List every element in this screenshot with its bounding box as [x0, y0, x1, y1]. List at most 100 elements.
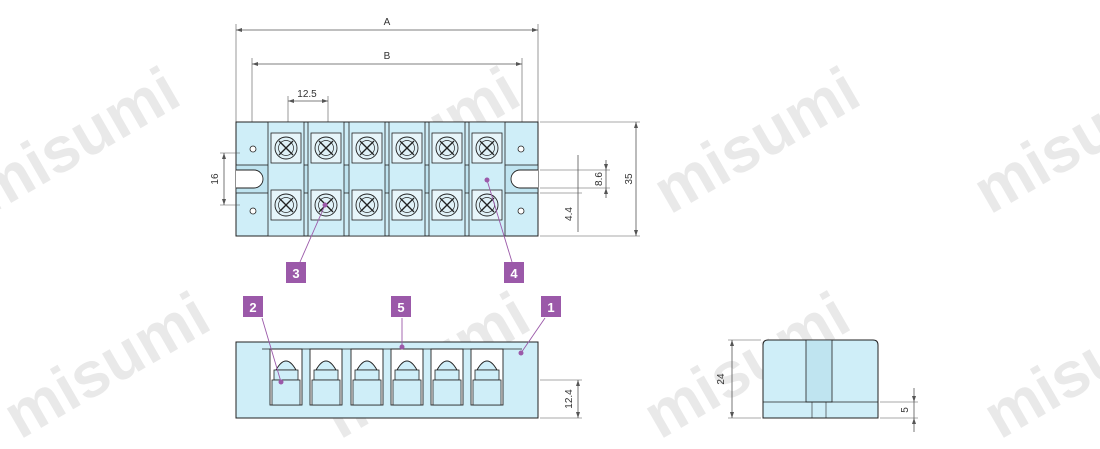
arrow-head: [604, 188, 608, 194]
screw-slot: [399, 140, 415, 156]
left-mounting-slot: [236, 169, 264, 189]
arrow-head: [222, 199, 226, 205]
callout-badge: [286, 262, 306, 283]
callout-number: 5: [397, 300, 404, 315]
arrow-head: [252, 62, 258, 66]
callout-leader: [261, 317, 282, 383]
callout-dot: [484, 177, 490, 183]
front-terminal-plate: [392, 379, 422, 406]
arrow-head: [912, 396, 916, 402]
watermark-text: misumi: [0, 278, 221, 449]
screw-rim: [318, 140, 334, 156]
callout-number: 4: [510, 266, 518, 281]
arrow-head: [730, 340, 734, 346]
dim-label-base-height: 5: [900, 407, 911, 413]
screw-slot: [399, 197, 415, 213]
front-terminal-plate: [271, 379, 301, 406]
watermark-text: misumi: [0, 53, 191, 227]
dim-label-slot-width: 16: [210, 173, 221, 185]
callout-leader: [486, 179, 513, 263]
side-view: 24 5: [716, 339, 918, 432]
callout-badge: [541, 296, 561, 317]
watermark-text: misumi: [961, 53, 1100, 227]
watermark-layer: misumi misumi misumi misumi misumi misum…: [0, 53, 1100, 449]
callout-dot: [399, 344, 405, 350]
terminal-row: [262, 348, 522, 406]
screw-rim: [359, 197, 375, 213]
front-screw-shank: [434, 369, 460, 381]
callout-1: 1: [541, 296, 561, 317]
callout-2: 2: [243, 296, 263, 317]
front-screw-shank: [474, 369, 500, 381]
screw-rim: [399, 197, 415, 213]
front-screw-shank: [354, 369, 380, 381]
dim-label-a: A: [384, 17, 391, 28]
dim-label-body-height: 24: [716, 373, 727, 385]
right-mounting-slot: [510, 169, 538, 189]
callout-badge: [243, 296, 263, 317]
dim-label-b: B: [384, 51, 391, 62]
callout-number: 3: [292, 266, 299, 281]
arrow-head: [634, 122, 638, 128]
screw-slot: [479, 197, 495, 213]
screw-slot: [359, 140, 375, 156]
screw-slot: [359, 197, 375, 213]
front-view: 12.4: [235, 317, 582, 419]
arrow-head: [322, 99, 328, 103]
callout-dot: [322, 202, 328, 208]
arrow-head: [912, 418, 916, 424]
screw-slot: [318, 140, 334, 156]
watermark-text: misumi: [641, 53, 871, 227]
screw-rim: [439, 140, 455, 156]
arrow-head: [634, 230, 638, 236]
arrow-head: [604, 164, 608, 170]
callout-badge: [391, 296, 411, 317]
callout-dot: [518, 350, 524, 356]
dim-label-screw-height: 12.4: [564, 389, 575, 409]
screw-rim: [359, 140, 375, 156]
arrow-head: [516, 62, 522, 66]
mounting-hole: [517, 145, 525, 153]
mounting-hole: [517, 207, 525, 215]
arrow-head: [730, 412, 734, 418]
arrow-head: [576, 412, 580, 418]
screw-rim: [278, 197, 294, 213]
arrow-head: [236, 28, 242, 32]
callout-3: 3: [286, 262, 306, 283]
callout-leader: [299, 204, 326, 263]
callout-dot: [278, 379, 284, 385]
arrow-head: [222, 153, 226, 159]
dim-label-pitch: 12.5: [297, 89, 317, 100]
dim-label-depth: 35: [624, 173, 635, 185]
callout-number: 1: [547, 300, 554, 315]
callout-5: 5: [391, 296, 411, 317]
arrow-head: [288, 99, 294, 103]
callout-4: 4: [504, 262, 524, 283]
screw-slot: [278, 140, 294, 156]
front-terminal-plate: [311, 379, 341, 406]
screw-rim: [318, 197, 334, 213]
mounting-hole: [249, 145, 257, 153]
arrow-head: [576, 380, 580, 386]
screw-rim: [399, 140, 415, 156]
callout-leader: [520, 317, 546, 354]
front-screw-shank: [313, 369, 339, 381]
front-terminal-plate: [432, 379, 462, 406]
screw-rim: [278, 140, 294, 156]
side-terminal-channel: [805, 339, 833, 403]
screw-slot: [278, 197, 294, 213]
screw-rim: [479, 140, 495, 156]
front-terminal-plate: [472, 379, 502, 406]
top-view: A B 12.5 35: [210, 17, 640, 263]
front-screw-shank: [394, 369, 420, 381]
screw-rim: [439, 197, 455, 213]
mounting-hole: [249, 207, 257, 215]
callout-number: 2: [249, 300, 256, 315]
dim-label-slot-inner: 8.6: [594, 172, 605, 186]
screw-slot: [439, 197, 455, 213]
front-terminal-plate: [352, 379, 382, 406]
watermark-text: misumi: [971, 278, 1100, 449]
dim-label-hole-offset: 4.4: [564, 207, 575, 221]
arrow-head: [532, 28, 538, 32]
